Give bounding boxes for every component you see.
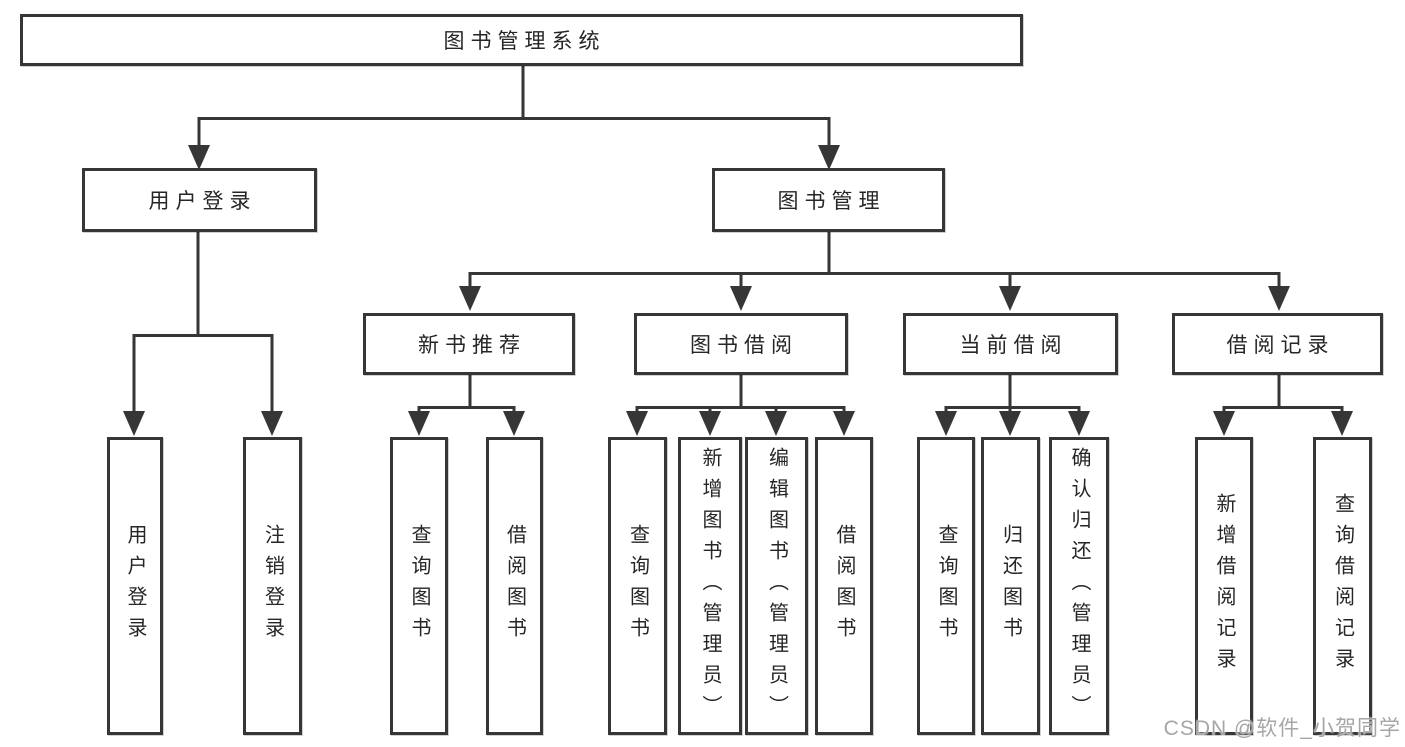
node-borrow-record: 借阅记录: [1172, 313, 1383, 375]
arrow-down-icon: [261, 411, 283, 436]
node-label: 新增图书（管理员）: [699, 446, 721, 726]
node-label: 查询借阅记录: [1331, 493, 1354, 679]
node-library-management-system: 图书管理系统: [20, 14, 1023, 66]
node-book-management: 图书管理: [712, 168, 945, 232]
arrow-down-icon: [833, 411, 855, 436]
leaf-edit-books-admin: 编辑图书（管理员）: [745, 437, 808, 735]
arrow-down-icon: [408, 411, 430, 436]
node-new-book-recommend: 新书推荐: [363, 313, 575, 375]
arrow-down-icon: [503, 411, 525, 436]
arrow-down-icon: [765, 411, 787, 436]
node-label: 注销登录: [261, 524, 284, 648]
arrow-down-icon: [999, 286, 1021, 311]
node-label: 确认归还（管理员）: [1068, 446, 1090, 726]
leaf-confirm-return-admin: 确认归还（管理员）: [1049, 437, 1109, 735]
leaf-query-borrow-record: 查询借阅记录: [1313, 437, 1372, 735]
node-label: 图书管理系统: [443, 30, 606, 53]
node-user-login: 用户登录: [82, 168, 317, 232]
arrow-down-icon: [730, 286, 752, 311]
leaf-borrow-query-books: 查询图书: [608, 437, 667, 735]
node-label: 图书借阅: [690, 334, 798, 357]
connector-root-to-level2: [197, 66, 831, 146]
arrow-down-icon: [1068, 411, 1090, 436]
node-label: 借阅记录: [1226, 334, 1335, 357]
node-label: 用户登录: [148, 190, 257, 213]
arrow-down-icon: [818, 145, 840, 170]
node-label: 借阅图书: [503, 524, 526, 648]
leaf-logout: 注销登录: [243, 437, 302, 735]
node-label: 查询图书: [408, 524, 430, 648]
leaf-borrow-books: 借阅图书: [815, 437, 873, 735]
arrow-down-icon: [1213, 411, 1235, 436]
arrowheads: [123, 145, 1353, 436]
arrow-down-icon: [188, 145, 210, 170]
node-label: 借阅图书: [833, 524, 855, 648]
leaf-add-books-admin: 新增图书（管理员）: [678, 437, 742, 735]
connector-current-borrow-branch: [944, 375, 1081, 412]
node-book-borrow: 图书借阅: [634, 313, 848, 375]
arrow-down-icon: [626, 411, 648, 436]
arrow-down-icon: [1268, 286, 1290, 311]
node-label: 图书管理: [777, 190, 886, 213]
arrow-down-icon: [999, 411, 1021, 436]
arrow-down-icon: [459, 286, 481, 311]
connector-new-book-recommend-branch: [417, 375, 516, 412]
node-label: 归还图书: [999, 524, 1022, 648]
node-label: 查询图书: [626, 524, 649, 648]
node-label: 编辑图书（管理员）: [765, 446, 788, 726]
connector-borrow-record-branch: [1222, 375, 1344, 412]
leaf-add-borrow-record: 新增借阅记录: [1195, 437, 1253, 735]
leaf-user-login: 用户登录: [107, 437, 163, 735]
connector-book-borrow-branch: [635, 375, 846, 412]
node-label: 新增借阅记录: [1213, 493, 1235, 679]
node-current-borrow: 当前借阅: [903, 313, 1118, 375]
leaf-recommend-borrow-books: 借阅图书: [486, 437, 543, 735]
connector-user-login-branch: [132, 232, 274, 412]
arrow-down-icon: [699, 411, 721, 436]
node-label: 查询图书: [935, 524, 957, 648]
leaf-return-books: 归还图书: [981, 437, 1040, 735]
node-label: 用户登录: [124, 524, 146, 648]
leaf-current-query-books: 查询图书: [917, 437, 975, 735]
arrow-down-icon: [123, 411, 145, 436]
arrow-down-icon: [1331, 411, 1353, 436]
csdn-watermark: CSDN @软件_小贺同学: [1163, 717, 1401, 740]
arrow-down-icon: [935, 411, 957, 436]
leaf-recommend-query-books: 查询图书: [390, 437, 448, 735]
node-label: 新书推荐: [418, 334, 526, 357]
node-label: 当前借阅: [959, 334, 1068, 357]
connector-book-management-branch: [468, 232, 1281, 287]
